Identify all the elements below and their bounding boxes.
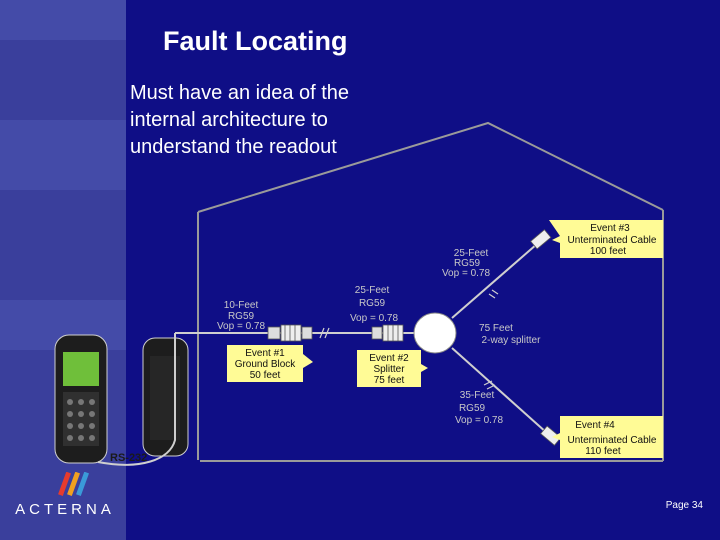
cable-break-mark bbox=[488, 289, 499, 299]
event-callout: Event #4 Unterminated Cable 110 feet bbox=[552, 416, 663, 458]
cable-label: 25-Feet bbox=[454, 248, 489, 259]
event-line: 110 feet bbox=[585, 446, 621, 457]
cable-end-connector bbox=[540, 425, 562, 446]
ground-block-connector bbox=[267, 324, 313, 342]
splitter-label: 2-way splitter bbox=[482, 335, 542, 346]
event-line: Event #1 bbox=[245, 348, 285, 359]
event-callout: Event #1 Ground Block 50 feet bbox=[227, 345, 313, 382]
cable-label: RG59 bbox=[228, 311, 255, 322]
event-line: Unterminated Cable bbox=[568, 235, 657, 246]
splitter-icon bbox=[413, 312, 457, 354]
slide-title: Fault Locating bbox=[163, 26, 348, 56]
side-panel-stripe bbox=[0, 120, 126, 190]
cable-label: Vop = 0.78 bbox=[455, 415, 504, 426]
event-line: Event #3 bbox=[590, 223, 630, 234]
event-line: 100 feet bbox=[590, 246, 626, 257]
cable-label: RG59 bbox=[454, 258, 481, 269]
event-callout: Event #3 Unterminated Cable 100 feet bbox=[549, 220, 663, 258]
cable-upper bbox=[451, 243, 538, 319]
cable-label: Vop = 0.78 bbox=[442, 268, 491, 279]
event-callout: Event #2 Splitter 75 feet bbox=[357, 350, 428, 387]
event-line: Event #4 bbox=[575, 420, 615, 431]
event-line: Event #2 bbox=[369, 353, 409, 364]
logo-wordmark: ACTERNA bbox=[15, 501, 115, 518]
handheld-meter-icon bbox=[54, 334, 108, 464]
intro-line: Must have an idea of the bbox=[130, 82, 350, 104]
intro-text: Must have an idea of the internal archit… bbox=[130, 80, 349, 161]
event-line: Ground Block bbox=[235, 359, 297, 370]
cable-label: 25-Feet bbox=[355, 285, 390, 296]
cable-label: 35-Feet bbox=[460, 390, 495, 401]
splitter-connector bbox=[371, 324, 404, 342]
cable-end-connector bbox=[530, 229, 552, 250]
rs232-cable bbox=[97, 333, 176, 466]
intro-line: internal architecture to bbox=[130, 109, 328, 131]
rs232-label: RS-232 bbox=[110, 452, 148, 464]
acterna-logo: ACTERNA bbox=[10, 471, 120, 537]
event-line: Splitter bbox=[373, 364, 405, 375]
intro-line: understand the readout bbox=[130, 136, 337, 158]
acterna-logo-mark: ACTERNA bbox=[15, 471, 115, 518]
cable-break-mark bbox=[319, 327, 330, 339]
event-line: Unterminated Cable bbox=[568, 435, 657, 446]
house-roof bbox=[197, 121, 664, 213]
cable-label: RG59 bbox=[459, 403, 486, 414]
cable-lower bbox=[451, 347, 548, 434]
splitter-label: 75 Feet bbox=[479, 323, 513, 334]
cable-label: RG59 bbox=[359, 298, 386, 309]
cable-label: Vop = 0.78 bbox=[217, 321, 266, 332]
event-line: 50 feet bbox=[250, 370, 281, 381]
cable-label: 10-Feet bbox=[224, 300, 259, 311]
cable-break-mark bbox=[483, 380, 496, 390]
event-line: 75 feet bbox=[374, 375, 405, 386]
side-panel-stripe bbox=[0, 0, 126, 40]
page-number: Page 34 bbox=[665, 500, 703, 511]
handheld-meter-back-icon bbox=[142, 337, 189, 457]
cable-label: Vop = 0.78 bbox=[350, 313, 399, 324]
